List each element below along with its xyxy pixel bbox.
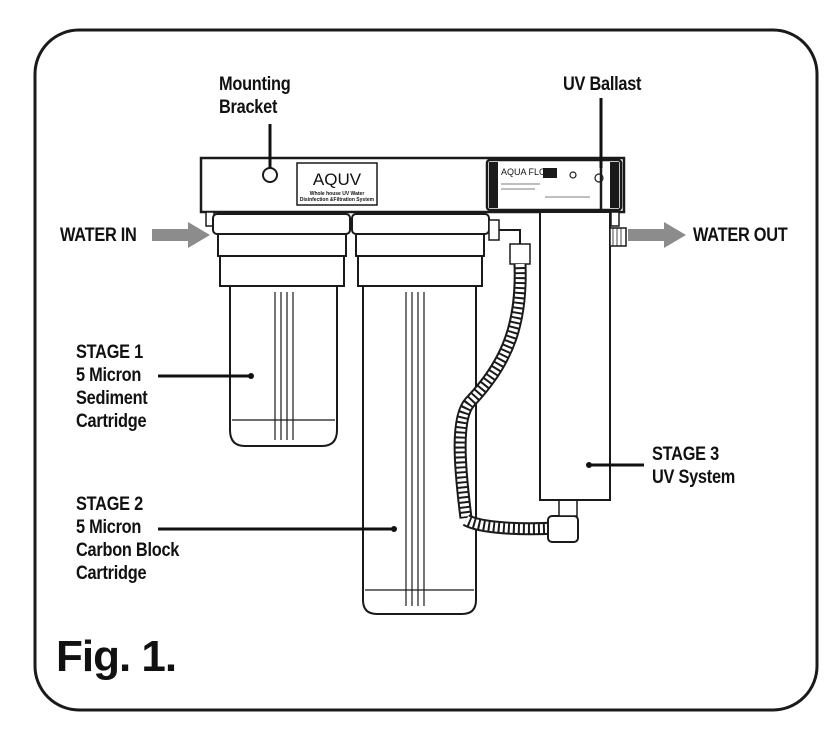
water-in-label: WATER IN (60, 224, 137, 247)
stage1-label-line1: STAGE 1 (76, 342, 143, 363)
uv-ballast-label: UV Ballast (563, 73, 642, 96)
ballast-indicator-1 (569, 171, 577, 179)
stage1-label-line3: Sediment (76, 388, 148, 409)
stage2-filter-housing (351, 213, 490, 615)
stage1-label: STAGE 1 5 Micron Sediment Cartridge (76, 341, 148, 433)
stage1-filter-housing (212, 213, 351, 447)
stage3-label: STAGE 3 UV System (652, 443, 735, 489)
flex-hose (453, 219, 579, 543)
stage2-label-line3: Carbon Block (76, 540, 180, 561)
brand-subtitle-1: Whole house UV Water (310, 191, 365, 197)
bracket-mounting-hole (262, 167, 278, 183)
stage1-label-line4: Cartridge (76, 411, 147, 432)
leader-lines (158, 98, 644, 532)
stage2-label-line4: Cartridge (76, 563, 147, 584)
stage2-label-line1: STAGE 2 (76, 494, 143, 515)
stage3-label-line2: UV System (652, 467, 736, 488)
uv-ballast-label-text: UV Ballast (563, 74, 642, 95)
mounting-bracket-label-line2: Bracket (219, 97, 278, 118)
uv-chamber (539, 165, 627, 501)
mounting-bracket-label-line1: Mounting (219, 74, 291, 95)
ballast-display (543, 168, 557, 178)
figure-caption: Fig. 1. (56, 632, 177, 681)
water-out-label: WATER OUT (693, 224, 788, 247)
stage3-label-line1: STAGE 3 (652, 444, 719, 465)
brand-logo-text: AQUV (313, 170, 362, 189)
stage1-label-line2: 5 Micron (76, 365, 142, 386)
brand-plate (296, 162, 378, 206)
ballast-brand-text: AQUA FLO (501, 167, 546, 177)
water-in-arrow (152, 222, 210, 248)
uv-ballast: AQUA FLO (485, 158, 623, 212)
stage2-label: STAGE 2 5 Micron Carbon Block Cartridge (76, 493, 179, 585)
water-in-label-text: WATER IN (60, 225, 137, 246)
mounting-bracket-label: Mounting Bracket (219, 73, 291, 119)
brand-subtitle-2: Disinfection &Filtration System (300, 197, 375, 203)
stage2-label-line2: 5 Micron (76, 517, 142, 538)
water-out-arrow (628, 222, 686, 248)
water-out-label-text: WATER OUT (693, 225, 788, 246)
